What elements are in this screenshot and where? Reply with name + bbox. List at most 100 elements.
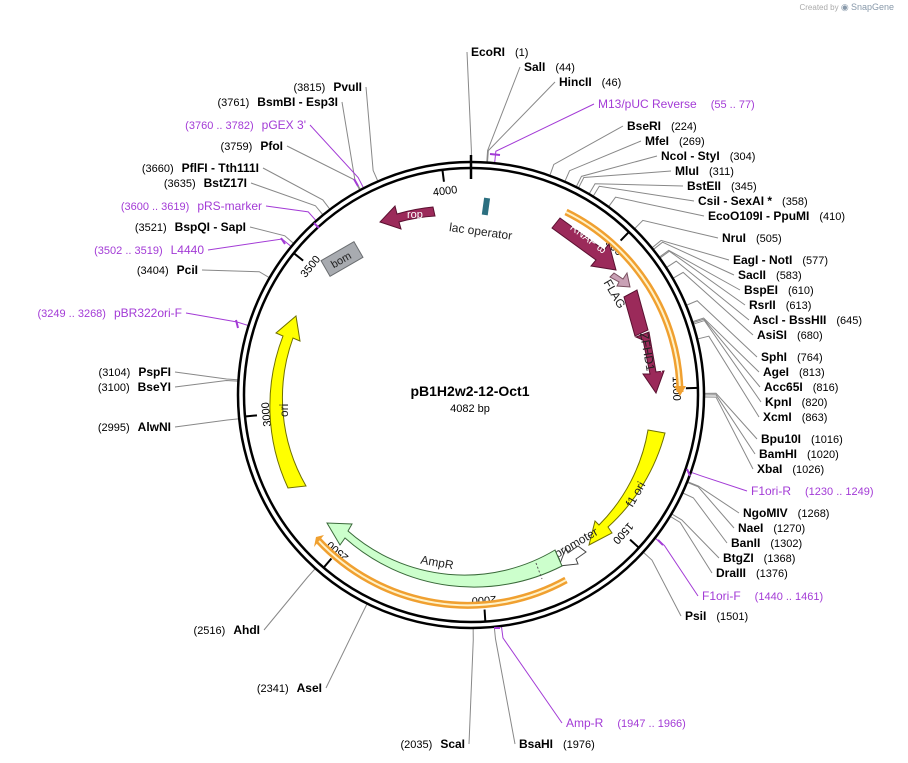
enzyme-site[interactable]: MluI(311) [675,164,734,178]
tick-mark [629,538,640,549]
snapgene-credit: Created by ◉ SnapGene [799,2,894,13]
enzyme-site[interactable]: AhdI(2516) [194,623,260,637]
feature-rnap-omega[interactable] [551,217,617,271]
enzyme-site[interactable]: ScaI(2035) [401,737,465,751]
enzyme-site[interactable]: BspEI(610) [744,283,814,297]
enzyme-site[interactable]: DraIII(1376) [716,566,788,580]
enzyme-site[interactable]: NcoI - StyI(304) [661,149,755,163]
enzyme-site[interactable]: BsmBI - Esp3I(3761) [218,95,339,109]
leader-line [683,492,728,544]
enzyme-site[interactable]: BspQI - SapI(3521) [135,220,246,234]
enzyme-site[interactable]: PciI(3404) [137,263,198,277]
enzyme-site[interactable]: BseRI(224) [627,119,697,133]
enzyme-site[interactable]: PflFI - Tth111I(3660) [142,161,259,175]
enzyme-site[interactable]: HincII(46) [559,75,621,89]
enzyme-site[interactable]: PfoI(3759) [221,139,283,153]
enzyme-site[interactable]: EagI - NotI(577) [733,253,828,267]
enzyme-site[interactable]: AsiSI(680) [757,328,823,342]
enzyme-site[interactable]: NgoMIV (1268) [743,506,829,520]
enzyme-site[interactable]: BstEII(345) [687,179,757,193]
enzyme-site[interactable]: BstZ17I(3635) [164,176,247,190]
enzyme-site[interactable]: BamHI(1020) [759,447,839,461]
enzyme-site[interactable]: MfeI(269) [645,134,705,148]
enzyme-name: NgoMIV [743,506,788,520]
primer-site[interactable]: F1ori-F(1440 .. 1461) [702,589,823,603]
primer-site[interactable]: L4440(3502 .. 3519) [94,243,204,257]
enzyme-site[interactable]: PspFI(3104) [99,365,171,379]
enzyme-position: (613) [786,300,812,312]
primer-site[interactable]: F1ori-R(1230 .. 1249) [751,484,874,498]
enzyme-site[interactable]: Bpu10I(1016) [761,432,843,446]
enzyme-site[interactable]: AscI - BssHII(645) [753,313,862,327]
enzyme-site[interactable]: AlwNI(2995) [98,420,171,434]
primer-name: Amp-R [566,716,604,730]
primer-site[interactable]: M13/pUC Reverse(55 .. 77) [598,97,755,111]
primer-site[interactable]: pGEX 3'(3760 .. 3782) [185,118,306,132]
leader-line [564,140,642,181]
leader-line [666,260,750,321]
feature-flag[interactable] [609,271,631,288]
enzyme-site[interactable]: BseYI(3100) [98,380,171,394]
enzyme-site[interactable]: EcoRI(1) [471,45,528,59]
enzyme-site[interactable]: BanII(1302) [731,536,802,550]
enzyme-position: (583) [776,270,802,282]
feature-ori[interactable] [269,315,307,489]
enzyme-site[interactable]: KpnI(820) [765,395,827,409]
primer-range: (3502 .. 3519) [94,245,163,257]
tick-mark [441,169,445,182]
enzyme-site[interactable]: SacII(583) [738,268,802,282]
enzyme-site[interactable]: NaeI(1270) [738,521,805,535]
enzyme-site[interactable]: XbaI(1026) [757,462,824,476]
enzyme-site[interactable]: RsrII(613) [749,298,811,312]
enzyme-site[interactable]: AseI(2341) [257,681,322,695]
enzyme-site[interactable]: XcmI(863) [763,410,827,424]
primer-name: F1ori-R [751,484,791,498]
enzyme-position: (1020) [807,449,839,461]
leader-line [608,196,705,217]
feature-bom[interactable] [320,241,364,277]
enzyme-name: PsiI [685,609,706,623]
enzyme-site[interactable]: CsiI - SexAI *(358) [698,194,808,208]
enzyme-site[interactable]: PsiI(1501) [685,609,748,623]
feature-rop[interactable] [379,204,436,230]
enzyme-position: (1268) [798,508,830,520]
enzyme-position: (577) [802,255,828,267]
primer-site[interactable]: Amp-R(1947 .. 1966) [566,716,686,730]
feature-lac-operator[interactable] [481,197,491,216]
feature-f1-ori[interactable] [588,429,666,546]
enzyme-site[interactable]: SphI(764) [761,350,823,364]
leader-line [698,335,760,418]
feature-oct1[interactable] [634,331,665,395]
leader-line [673,271,754,336]
leader-line [643,552,682,617]
primer-site[interactable]: pRS-marker(3600 .. 3619) [121,199,262,213]
enzyme-site[interactable]: PvuII(3815) [294,80,362,94]
enzyme-position: (813) [799,367,825,379]
enzyme-name: AhdI [233,623,260,637]
enzyme-position: (1270) [773,523,805,535]
enzyme-name: BstEII [687,179,721,193]
leader-line [691,472,748,492]
enzyme-position: (1) [515,47,528,59]
feature-ampr-promoter[interactable] [558,545,587,567]
leader-line [185,312,248,326]
enzyme-position: (269) [679,136,705,148]
enzyme-position: (3815) [294,82,326,94]
primer-site[interactable]: pBR322ori-F(3249 .. 3268) [37,306,182,320]
feature-zif268[interactable] [623,289,649,337]
enzyme-site[interactable]: BsaHI(1976) [519,737,595,751]
enzyme-position: (410) [819,211,845,223]
leader-line [487,81,556,162]
leader-line [687,482,735,529]
enzyme-site[interactable]: SalI(44) [524,60,575,74]
enzyme-site[interactable]: AgeI(813) [763,365,825,379]
enzyme-name: AlwNI [138,420,171,434]
enzyme-site[interactable]: Acc65I(816) [764,380,838,394]
enzyme-site[interactable]: NruI(505) [722,231,782,245]
enzyme-position: (311) [709,166,734,178]
enzyme-site[interactable]: BtgZI(1368) [723,551,795,565]
feature-ampr[interactable] [326,522,563,588]
leader-line [549,125,624,175]
enzyme-name: PspFI [138,365,171,379]
enzyme-site[interactable]: EcoO109I - PpuMI(410) [708,209,845,223]
